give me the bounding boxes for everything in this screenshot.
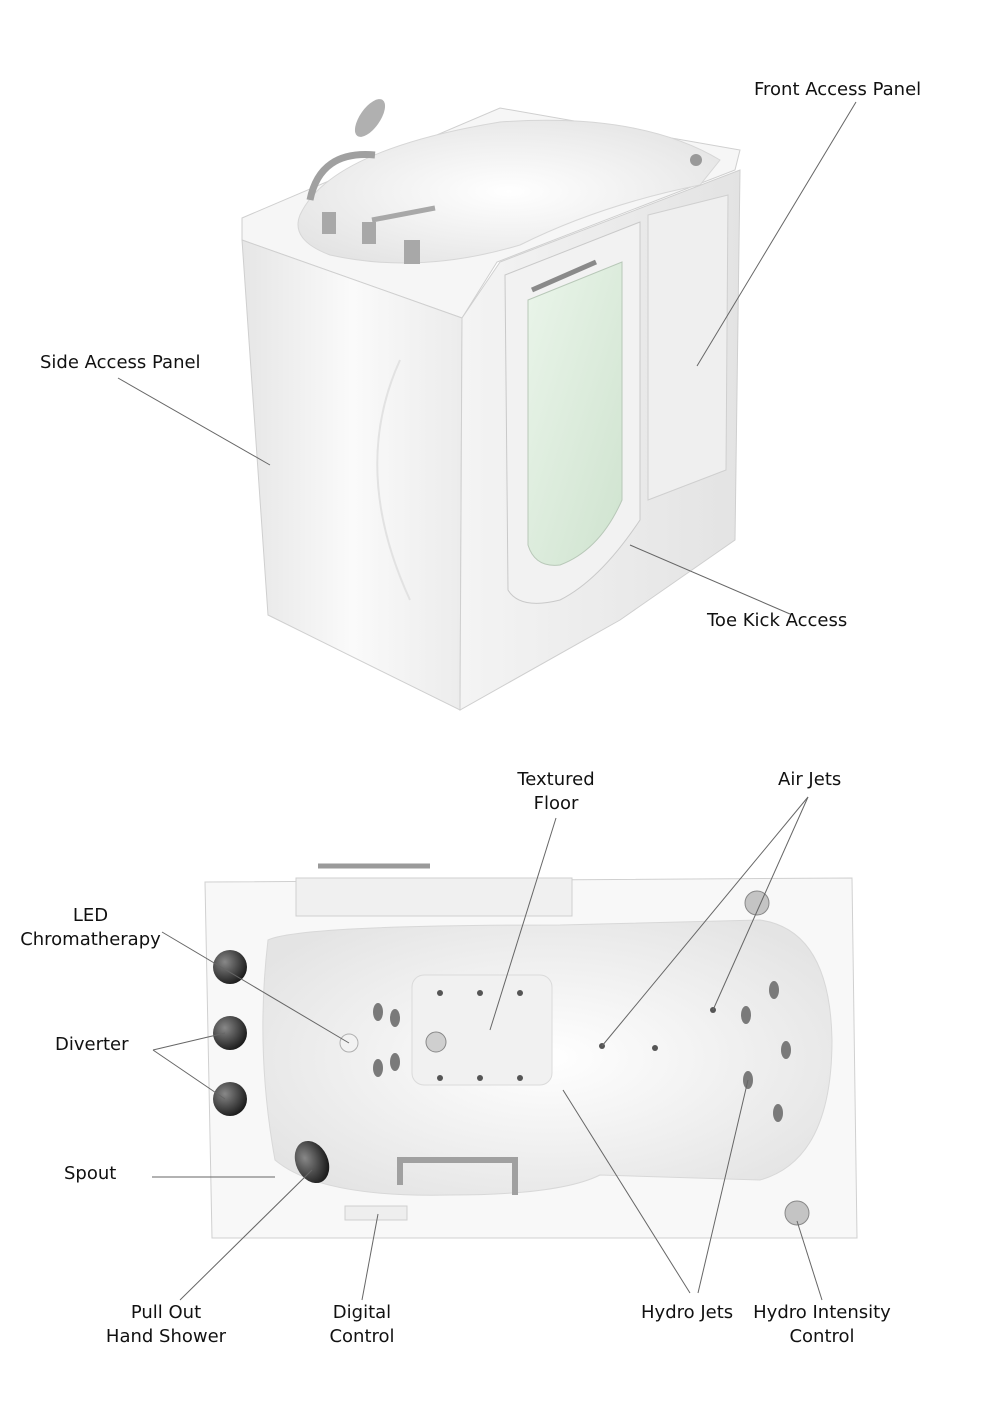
grab-bar [397,1157,518,1195]
leader-air-jets-2 [712,796,809,1011]
door-glass [527,261,623,566]
leader-side-access-panel [117,377,271,466]
diverter-knob-2 [213,1082,247,1116]
leader-toe-kick-access [629,544,791,615]
label-hydro-intensity-line2: Control [789,1326,855,1347]
overhead-door-top [295,877,573,917]
leader-front-access-panel [696,101,857,367]
hydro-intensity-knob [784,1200,810,1226]
door-handle [530,259,598,293]
leader-diverter-2 [152,1049,226,1100]
label-textured-floor-line1: Textured [517,769,595,790]
leader-hydro-intensity [796,1220,823,1301]
label-front-access-panel: Front Access Panel [754,79,922,100]
label-digital-control-line2: Control [329,1326,395,1347]
leader-led-chromatherapy [161,931,350,1044]
label-hand-shower-line1: Pull Out [130,1302,202,1323]
tub-faucets [306,99,702,264]
digital-control-panel [344,1205,408,1221]
front-access-panel [647,194,729,501]
label-led-line1: LED [72,905,109,926]
air-jets [437,990,716,1081]
tub-basin [297,119,721,264]
textured-floor [411,974,553,1086]
leader-hydro-jets-2 [697,1079,749,1294]
leader-diverter-1 [152,1032,226,1051]
label-hydro-intensity-control: Hydro Intensity Control [748,1301,896,1349]
side-panel-contour [376,359,411,601]
leader-hand-shower [179,1169,313,1301]
label-pull-out-hand-shower: Pull Out Hand Shower [100,1301,232,1349]
leader-hydro-jets-1 [562,1089,691,1294]
label-led-chromatherapy: LED Chromatherapy [18,904,163,952]
hydro-jets [373,981,791,1122]
diverter-knob-1 [213,1016,247,1050]
label-hand-shower-line2: Hand Shower [105,1326,227,1347]
led-chromatherapy-knob [213,950,247,984]
leader-textured-floor [489,817,557,1031]
label-side-access-panel: Side Access Panel [40,352,201,373]
label-led-line2: Chromatherapy [20,929,161,950]
side-access-panel [241,239,463,711]
drain [425,1031,447,1053]
tub-perspective-view [241,99,741,711]
label-spout: Spout [64,1163,117,1184]
label-textured-floor: Textured Floor [500,768,612,816]
label-hydro-intensity-line1: Hydro Intensity [753,1302,891,1323]
tub-overhead-view [204,863,858,1239]
label-textured-floor-line2: Floor [533,793,579,814]
label-diverter: Diverter [55,1034,129,1055]
leader-digital-control [361,1213,379,1301]
label-air-jets: Air Jets [778,769,842,790]
leader-air-jets-1 [601,796,809,1047]
label-digital-control-line1: Digital [332,1302,392,1323]
label-hydro-jets: Hydro Jets [641,1302,734,1323]
label-toe-kick-access: Toe Kick Access [707,610,848,631]
spout [294,1140,330,1184]
label-digital-control: Digital Control [320,1301,404,1349]
